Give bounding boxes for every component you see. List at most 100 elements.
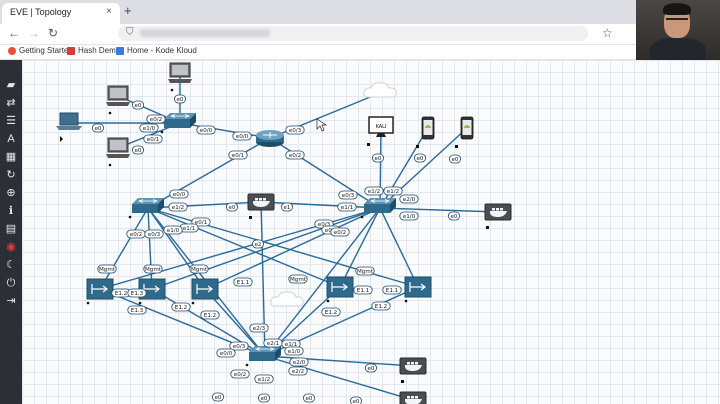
node-docker-b1[interactable] [399,357,427,383]
node-android2[interactable] [455,116,474,148]
link-sw-l3-right-sw-a1[interactable] [99,207,381,290]
tab-eve-topology[interactable]: EVE | Topology × [2,3,120,24]
node-sw-a5[interactable] [404,276,432,303]
node-docker-right[interactable] [484,203,512,229]
link-sw-l3-right-sw-a2[interactable] [151,207,381,290]
link-docker-mid-sw-bottom[interactable] [260,201,266,357]
node-android1[interactable] [416,116,435,148]
link-sw-l3-left-sw-a1[interactable] [99,207,149,290]
port-label-text: e0 [374,156,381,162]
reload-icon[interactable]: ↻ [48,26,59,40]
refresh-icon[interactable]: ↻ [6,169,16,181]
node-docker-b2[interactable] [399,391,427,404]
link-sw-l3-left-sw-a3[interactable] [147,207,206,290]
dark-mode-icon[interactable]: ☾ [6,259,16,271]
port-label-text: e2/2 [292,369,304,375]
node-cloud-mid[interactable] [270,291,304,307]
link-kali-sw-l3-right[interactable] [379,126,382,209]
port-label: e0 [350,396,362,404]
link-sw-l3-left-sw-a2[interactable] [147,207,153,290]
bookmark-star-icon[interactable]: ☆ [602,26,613,40]
link-sw-bottom-docker-b1[interactable] [264,355,414,367]
logout-icon[interactable]: ⇥ [6,295,16,307]
node-cloud-top[interactable] [363,82,397,98]
link-android2-sw-l3-right[interactable] [379,127,468,209]
port-label-text: e1 [283,205,290,211]
port-label: E1.1 [353,285,373,295]
node-router[interactable] [256,130,284,147]
add-node-icon[interactable]: ▰ [6,79,16,91]
port-label-text: e0/3 [342,193,355,199]
record-icon[interactable]: ◉ [6,241,16,253]
grid-icon[interactable]: ▦ [5,151,17,163]
info-icon[interactable]: ℹ [8,205,14,217]
node-sw-l3-right[interactable] [360,198,396,219]
link-sw-l3-right-sw-a5[interactable] [379,207,419,288]
link-sw-l3-right-sw-bottom[interactable] [264,207,381,357]
port-label-text: e0/2 [130,232,142,238]
port-label-text: e1/1 [285,342,298,348]
port-label-text: e0 [228,205,235,211]
bookmark-getting-started[interactable]: Getting Started [8,46,73,55]
port-label: e0 [131,145,144,155]
port-label-text: e1/0 [403,214,416,220]
link-sw-top-router[interactable] [179,122,271,139]
new-tab-button[interactable]: + [124,3,132,18]
bookmark-hash-demo[interactable]: Hash Demo [67,46,120,55]
port-label-text: e0 [450,214,457,220]
link-sw-l3-right-docker-right[interactable] [379,207,499,213]
back-arrow-icon[interactable]: ← [8,26,20,40]
address-bar[interactable]: ⛉ [118,26,588,41]
port-label-text: e0/0 [173,192,186,198]
link-router-sw-l3-left[interactable] [147,137,271,209]
port-label: e1/2 [364,186,384,196]
forward-arrow-icon[interactable]: → [28,26,40,40]
link-sw-a3-sw-bottom[interactable] [204,288,266,357]
close-icon[interactable]: × [106,6,112,17]
port-label-text: e2/0 [293,360,306,366]
port-label: e2/2 [288,366,308,376]
node-pc4[interactable] [106,137,130,167]
tab-bar: EVE | Topology × + [0,0,636,24]
node-kali[interactable]: KALI [367,116,394,146]
port-label: e1/2 [383,186,403,196]
node-sw-bottom[interactable] [245,346,281,367]
link-router-sw-l3-right[interactable] [269,137,381,209]
node-pc2[interactable] [106,85,130,115]
port-label-text: e1/1 [341,205,354,211]
link-sw-l3-left-sw-a5[interactable] [147,207,419,288]
bookmarks-bar: Getting Started Hash Demo Home - Kode Kl… [0,45,720,60]
link-sw-l3-left-docker-mid[interactable] [147,201,262,209]
link-docker-mid-sw-l3-right[interactable] [260,201,381,209]
port-label-text: e0/3 [233,344,246,350]
node-sw-a1[interactable] [86,278,114,305]
notes-icon[interactable]: ▤ [5,223,17,235]
port-label: e0 [225,202,238,212]
node-sw-a4[interactable] [326,276,354,303]
port-label-text: e0/2 [289,153,301,159]
link-sw-l3-right-sw-a3[interactable] [204,207,381,290]
zoom-icon[interactable]: ⊕ [6,187,16,199]
node-docker-mid[interactable] [247,193,275,219]
link-sw-l3-right-sw-a4[interactable] [339,207,381,288]
link-sw-bottom-docker-b2[interactable] [264,355,414,401]
bookmark-home-kode-kloud[interactable]: Home - Kode Kloud [116,46,197,55]
port-label: e2/1 [263,338,283,348]
node-sw-top[interactable] [160,113,196,134]
node-sw-a3[interactable] [191,278,219,305]
port-label-text: e0 [214,395,221,401]
angular-icon [67,46,75,55]
text-icon[interactable]: A [7,133,15,145]
menu-icon[interactable]: ☰ [6,115,16,127]
links-icon[interactable]: ⇄ [6,97,16,109]
power-icon[interactable]: ⏻ [6,277,16,289]
port-label-text: E1.2 [375,304,387,310]
port-label: Mgmt [189,264,209,274]
port-label: E1.2 [200,310,220,320]
port-label: e0/0 [169,189,189,199]
port-label: e0 [131,100,144,110]
node-pc1[interactable] [168,62,192,92]
node-sw-l3-left[interactable] [128,198,164,219]
node-pc3[interactable] [56,112,82,142]
